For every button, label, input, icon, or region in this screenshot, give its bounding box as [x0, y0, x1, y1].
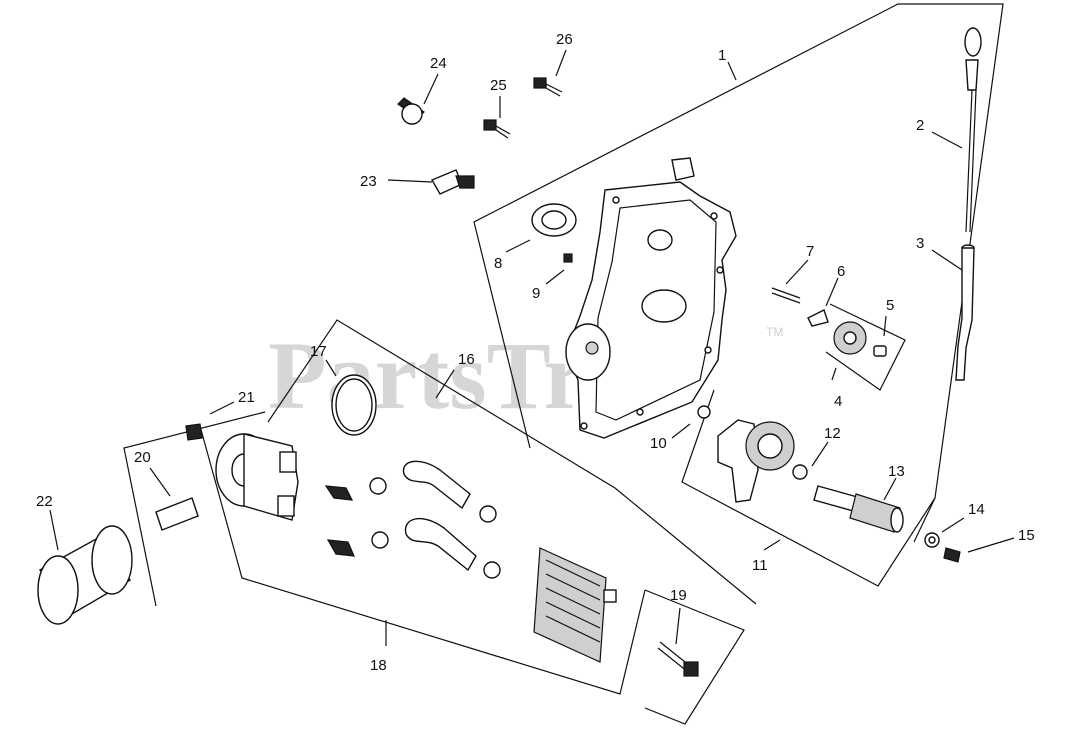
group-outline-16 — [267, 319, 757, 605]
o-ring-17-inner — [335, 378, 373, 432]
bolt-19 — [657, 641, 699, 677]
dipstick — [964, 27, 982, 233]
governor-gear — [771, 287, 887, 357]
callout-13: 13 — [888, 463, 905, 480]
callout-4: 4 — [834, 393, 842, 410]
callout-5: 5 — [886, 297, 894, 314]
group-outline-18 — [199, 425, 646, 695]
callout-3: 3 — [916, 235, 924, 252]
drain-plug-15 — [943, 547, 961, 563]
plug-21 — [185, 423, 203, 441]
oil-pump — [717, 419, 795, 503]
callout-14: 14 — [968, 501, 985, 518]
elbow-fitting-23 — [430, 169, 475, 195]
callout-25: 25 — [490, 77, 507, 94]
callout-11: 11 — [752, 557, 768, 574]
oil-cooler-adapter — [215, 433, 299, 521]
dipstick-tube — [955, 244, 975, 381]
callout-7: 7 — [806, 243, 814, 260]
callout-9: 9 — [532, 285, 540, 302]
washer-14-inner — [928, 536, 936, 544]
group-outline-1 — [473, 3, 1004, 543]
crankcase-cover — [565, 157, 737, 439]
callout-6: 6 — [837, 263, 845, 280]
group-outline-4 — [825, 303, 906, 391]
hose-upper — [402, 460, 477, 572]
hose-fittings — [324, 477, 501, 579]
vent-valve-24 — [397, 97, 425, 125]
oil-filter-22 — [37, 525, 133, 625]
o-ring-12 — [792, 464, 808, 480]
bolt-26 — [533, 77, 563, 97]
group-outline-11 — [681, 389, 936, 587]
callout-2: 2 — [916, 117, 924, 134]
callout-23: 23 — [360, 173, 377, 190]
oil-cooler-18 — [533, 547, 617, 663]
nipple-20 — [155, 497, 199, 531]
oil-seal — [531, 203, 577, 237]
trademark-mark: TM — [766, 325, 783, 339]
callout-26: 26 — [556, 31, 573, 48]
callout-19: 19 — [670, 587, 687, 604]
callout-22: 22 — [36, 493, 53, 510]
group-outline-19 — [644, 589, 745, 725]
callout-10: 10 — [650, 435, 667, 452]
callout-18: 18 — [370, 657, 387, 674]
oil-pickup — [813, 485, 904, 533]
group-outline-20 — [123, 411, 266, 607]
callout-12: 12 — [824, 425, 841, 442]
callout-21: 21 — [238, 389, 255, 406]
o-ring-10 — [697, 405, 711, 419]
callout-8: 8 — [494, 255, 502, 272]
callout-20: 20 — [134, 449, 151, 466]
callout-24: 24 — [430, 55, 447, 72]
dowel-9 — [563, 253, 573, 263]
bolt-25 — [483, 119, 511, 139]
callout-1: 1 — [718, 47, 726, 64]
callout-15: 15 — [1018, 527, 1035, 544]
leader-lines — [49, 49, 1015, 646]
callout-16: 16 — [458, 351, 475, 368]
callout-17: 17 — [310, 343, 327, 360]
